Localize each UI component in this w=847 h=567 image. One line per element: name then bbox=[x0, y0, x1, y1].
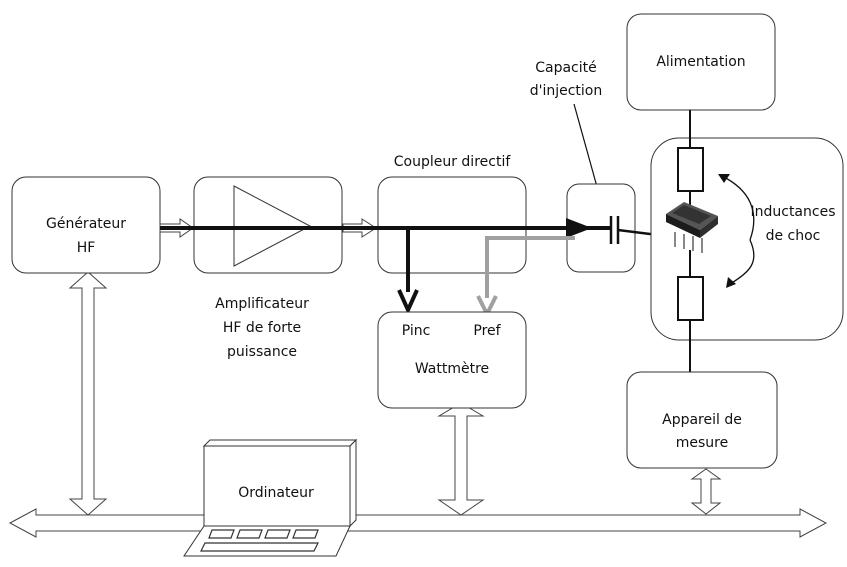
inductor-region: Inductances de choc bbox=[650, 110, 844, 372]
measurement-bus-link bbox=[690, 468, 722, 515]
inductor-top bbox=[677, 147, 704, 192]
coupler-block: Coupleur directif bbox=[377, 154, 527, 274]
wattmeter-block: Pinc Pref Wattmètre bbox=[377, 311, 527, 409]
coupler-label: Coupleur directif bbox=[394, 154, 512, 170]
amplifier-label-line2: HF de forte bbox=[223, 320, 301, 336]
generator-label-line2: HF bbox=[77, 240, 96, 256]
computer-label: Ordinateur bbox=[238, 485, 314, 501]
keyboard-keys bbox=[200, 529, 319, 552]
pinc-label: Pinc bbox=[402, 323, 431, 339]
chip-icon bbox=[666, 202, 718, 253]
capacitor-block: Capacité d'injection bbox=[530, 60, 636, 273]
inductors-label-line1: Inductances bbox=[750, 204, 835, 220]
communication-bus bbox=[8, 508, 828, 538]
wattmeter-bus-link bbox=[437, 402, 485, 516]
inductor-pointer-arrows bbox=[718, 174, 755, 288]
incident-signal-path bbox=[160, 218, 611, 315]
measurement-label-line2: mesure bbox=[676, 435, 728, 451]
capacitor-label-line2: d'injection bbox=[530, 83, 603, 99]
amplifier-block: Amplificateur HF de forte puissance bbox=[193, 176, 343, 360]
capacitor-label-line1: Capacité bbox=[535, 60, 597, 76]
inductors-label-line2: de choc bbox=[766, 228, 821, 244]
power-supply-label: Alimentation bbox=[656, 54, 745, 70]
measurement-label-line1: Appareil de bbox=[662, 412, 742, 428]
generator-bus-link bbox=[68, 271, 108, 516]
pref-label: Pref bbox=[473, 323, 501, 339]
wattmeter-label: Wattmètre bbox=[415, 361, 489, 377]
generator-label-line1: Générateur bbox=[46, 216, 126, 232]
measurement-block: Appareil de mesure bbox=[626, 371, 778, 469]
amplifier-label-line1: Amplificateur bbox=[215, 296, 309, 312]
amplifier-label-line3: puissance bbox=[227, 344, 297, 360]
generator-block: Générateur HF bbox=[11, 176, 161, 274]
inductor-bottom bbox=[677, 276, 704, 321]
power-supply-block: Alimentation bbox=[626, 13, 776, 111]
laptop-icon: Ordinateur bbox=[183, 438, 358, 557]
